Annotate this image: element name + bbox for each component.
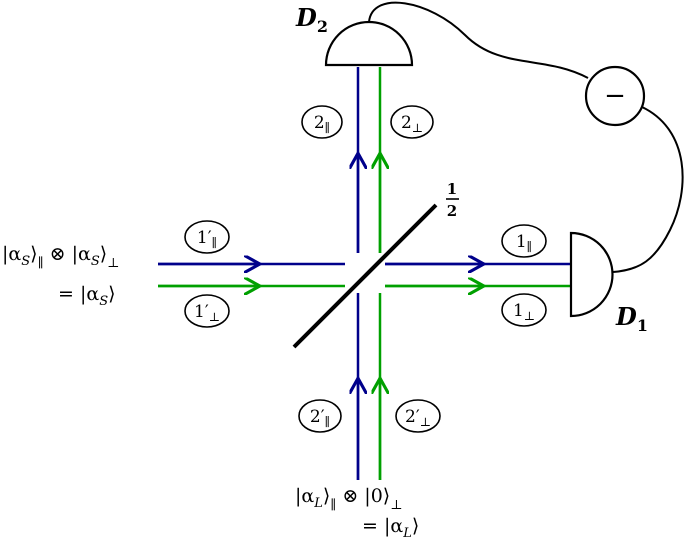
subtractor-minus: − bbox=[604, 81, 626, 111]
beam-splitter-ratio-numerator: 1 bbox=[447, 180, 457, 198]
svg-text:2⊥: 2⊥ bbox=[401, 113, 423, 135]
svg-text:1⊥: 1⊥ bbox=[513, 301, 535, 323]
mode-label-in-left-perpendicular: 1′⊥ bbox=[184, 294, 230, 328]
detector-d2-icon bbox=[324, 20, 414, 67]
wire-subtractor-to-d1 bbox=[612, 106, 684, 273]
svg-text:1′⊥: 1′⊥ bbox=[194, 302, 220, 324]
mode-label-out-top-perpendicular: 2⊥ bbox=[390, 105, 434, 139]
detector-d2-label: D2 bbox=[295, 3, 328, 36]
svg-text:1′∥: 1′∥ bbox=[197, 228, 217, 250]
input-state-left-line1: |αS⟩∥ ⊗ |αS⟩⊥ bbox=[2, 243, 119, 271]
input-state-left-line2: = |αS⟩ bbox=[58, 283, 116, 309]
detector-d1-icon bbox=[569, 231, 614, 318]
detector-d1-label: D1 bbox=[615, 302, 648, 335]
subtractor-icon bbox=[584, 65, 646, 127]
mode-label-in-left-parallel: 1′∥ bbox=[184, 220, 230, 254]
wire-d2-to-subtractor bbox=[368, 1, 589, 79]
beam-splitter-ratio-denominator: 2 bbox=[447, 202, 457, 220]
mode-label-out-top-parallel: 2∥ bbox=[301, 105, 343, 139]
svg-text:2∥: 2∥ bbox=[314, 113, 330, 135]
svg-text:2′∥: 2′∥ bbox=[310, 407, 330, 429]
mode-label-out-right-perpendicular: 1⊥ bbox=[501, 293, 547, 327]
mode-label-in-bottom-perpendicular: 2′⊥ bbox=[395, 399, 441, 433]
svg-text:1∥: 1∥ bbox=[516, 232, 532, 254]
input-state-bottom-line1: |αL⟩∥ ⊗ |0⟩⊥ bbox=[295, 485, 402, 513]
mode-label-out-right-parallel: 1∥ bbox=[501, 224, 547, 258]
mode-label-in-bottom-parallel: 2′∥ bbox=[298, 399, 342, 433]
beam-splitter bbox=[292, 203, 438, 349]
svg-text:2′⊥: 2′⊥ bbox=[405, 407, 431, 429]
input-state-bottom-line2: = |αL⟩ bbox=[362, 515, 419, 541]
